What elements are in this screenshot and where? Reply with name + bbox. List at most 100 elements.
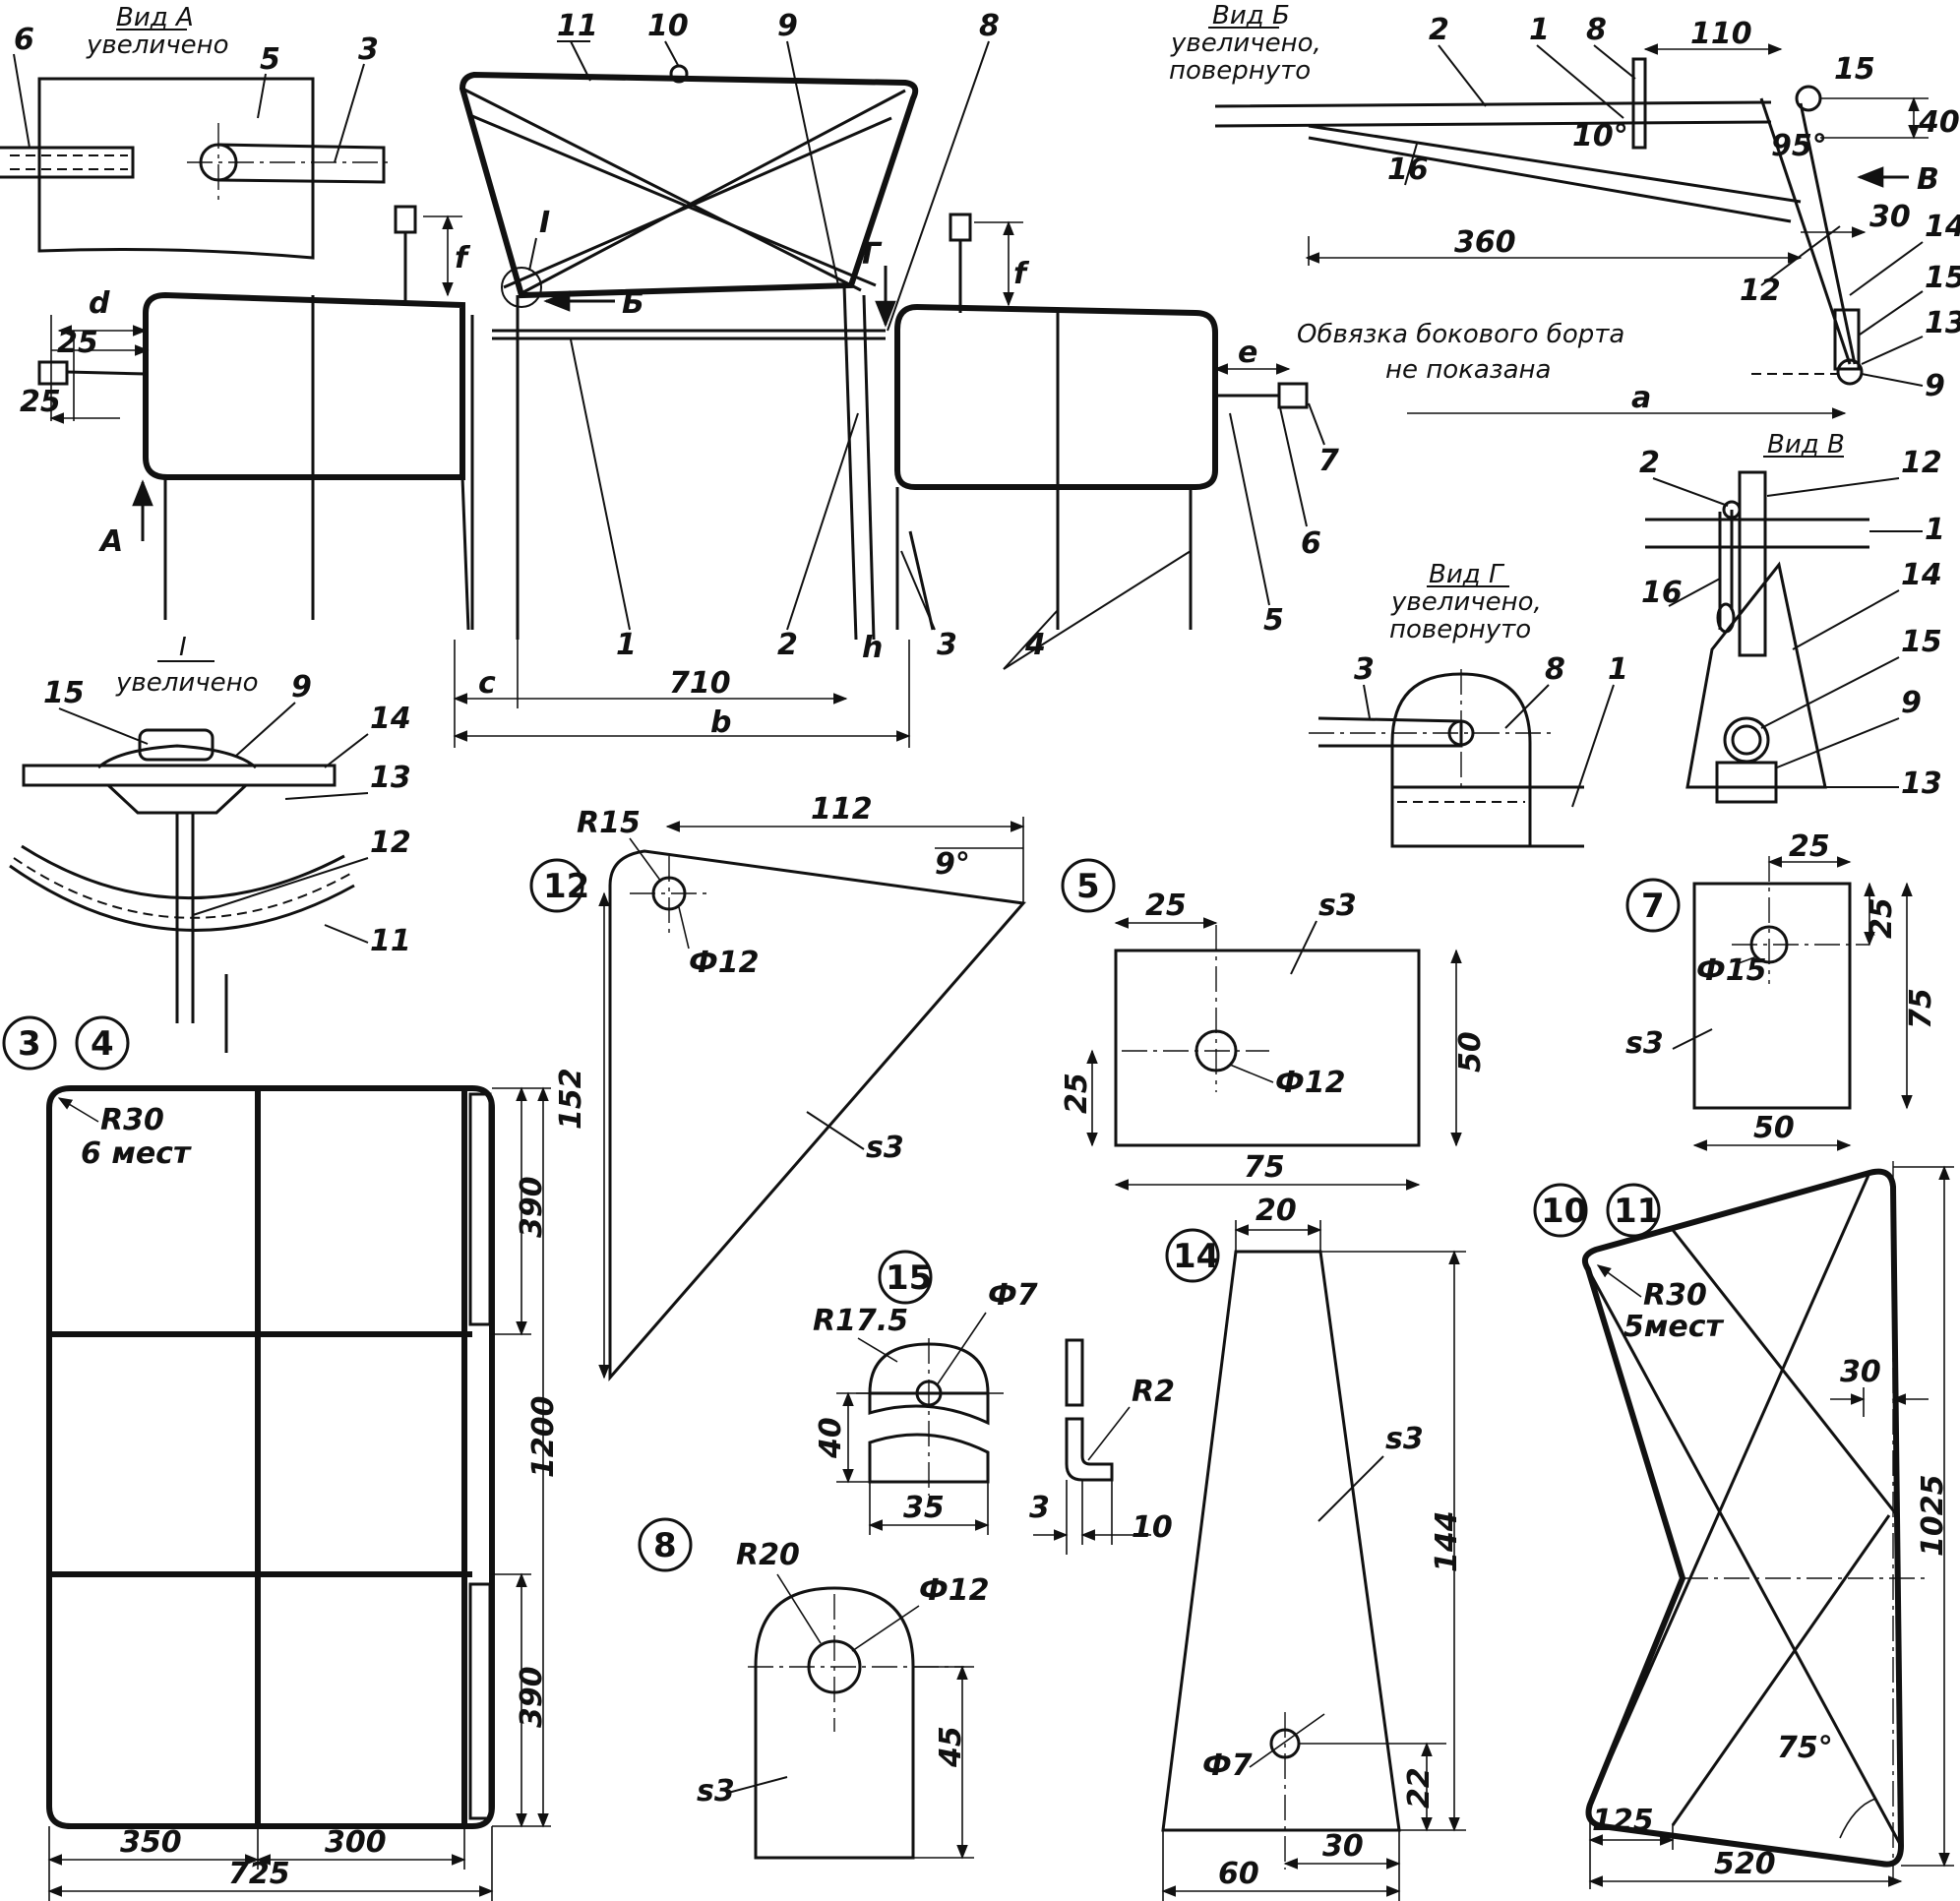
parts-10-11-drawing: 10 11 R30 5мест 30 1025 125 520 75° — [1533, 1161, 1954, 1889]
dim-152: 152 — [554, 1068, 588, 1130]
dim-75deg: 75° — [1777, 1731, 1833, 1765]
dim-10deg: 10° — [1572, 119, 1628, 153]
dim-35: 35 — [903, 1491, 945, 1525]
letter-h: h — [862, 631, 883, 665]
view-v-title: Вид В — [1767, 430, 1845, 460]
dim-50-7: 50 — [1753, 1111, 1795, 1145]
dim-25-7-side: 25 — [1865, 897, 1899, 939]
part-3-label-a: 3 — [358, 32, 379, 67]
part-7-label-main: 7 — [1318, 444, 1339, 478]
letter-d: d — [89, 286, 110, 321]
s3-12: s3 — [866, 1131, 904, 1165]
dim-r2: R2 — [1132, 1375, 1175, 1409]
dim-350: 350 — [120, 1825, 182, 1860]
arrow-v-label: В — [1917, 162, 1939, 197]
part-13-label-i: 13 — [370, 761, 411, 795]
letter-a: a — [1631, 381, 1651, 415]
dim-phi12-12: Ф12 — [689, 946, 760, 980]
view-b-sub2: повернуто — [1169, 56, 1311, 86]
part-8-label-b: 8 — [1586, 13, 1607, 47]
part-1-label-main: 1 — [616, 628, 637, 662]
dim-3: 3 — [1029, 1491, 1050, 1525]
dim-75-7: 75 — [1904, 988, 1938, 1029]
dim-25-5-side: 25 — [1060, 1073, 1094, 1114]
part-3-badge: 3 — [18, 1024, 41, 1064]
s3-14: s3 — [1385, 1422, 1424, 1456]
dim-r30-5: R30 — [1643, 1278, 1707, 1313]
dim-1025: 1025 — [1916, 1475, 1950, 1558]
part-8-label-g: 8 — [1545, 652, 1565, 687]
dim-30-14: 30 — [1322, 1829, 1364, 1864]
dim-75-5: 75 — [1244, 1150, 1285, 1185]
part-1-label-g: 1 — [1608, 652, 1628, 687]
s3-8: s3 — [697, 1774, 735, 1809]
dim-45: 45 — [934, 1726, 968, 1768]
part-13-label-v: 13 — [1901, 767, 1942, 801]
part-6-label-a: 6 — [14, 23, 34, 57]
part-8-badge: 8 — [653, 1526, 677, 1565]
letter-c: c — [478, 666, 496, 701]
part-1-label-b: 1 — [1529, 13, 1550, 47]
dim-r30-6: R30 — [100, 1103, 164, 1137]
part-9-label-main: 9 — [777, 9, 798, 43]
dim-360: 360 — [1454, 225, 1516, 260]
view-g-sub1: увеличено, — [1390, 587, 1542, 617]
part-8-drawing: 8 R20 Ф12 45 s3 — [638, 1517, 990, 1860]
part-3-label-g: 3 — [1354, 652, 1375, 687]
part-5-drawing: 5 25 s3 50 25 75 Ф12 — [1060, 858, 1488, 1191]
marker-i: I — [539, 206, 550, 240]
part-4-badge: 4 — [91, 1024, 114, 1064]
part-5-label-main: 5 — [1263, 603, 1284, 638]
main-assembly: I Б f d 25 25 А — [20, 9, 1339, 748]
part-14-label-v: 14 — [1901, 558, 1942, 592]
view-a-title: Вид А — [116, 3, 194, 32]
dim-5-mest: 5мест — [1623, 1310, 1725, 1344]
dim-phi12-5: Ф12 — [1275, 1066, 1346, 1100]
part-9-label-v: 9 — [1901, 686, 1922, 720]
dim-10: 10 — [1132, 1510, 1173, 1545]
part-1-label-v: 1 — [1925, 513, 1945, 547]
dim-phi7-14: Ф7 — [1202, 1748, 1253, 1783]
part-12-drawing: 12 112 9° R15 Ф12 152 s3 — [529, 792, 1026, 1382]
part-12-label-b: 12 — [1740, 274, 1781, 308]
dim-r15: R15 — [577, 806, 641, 840]
part-14-label-i: 14 — [370, 702, 411, 736]
part-5-label-a: 5 — [260, 42, 280, 77]
part-7-drawing: 7 25 25 75 50 Ф15 s3 — [1625, 829, 1938, 1151]
dim-r17-5: R17.5 — [813, 1304, 908, 1338]
part-16-label-v: 16 — [1641, 576, 1683, 610]
letter-b: b — [710, 705, 731, 740]
parts-3-4-drawing: 3 4 390 1200 390 R30 6 мест 350 300 725 — [2, 1015, 561, 1901]
part-14-label-b: 14 — [1925, 210, 1960, 244]
view-v: Вид В 2 12 1 14 16 15 9 13 — [1639, 430, 1945, 804]
s3-7: s3 — [1625, 1026, 1664, 1061]
view-b: Вид Б увеличено, повернуто 110 40 15 95°… — [1169, 1, 1960, 419]
dim-phi12-8: Ф12 — [919, 1573, 990, 1608]
dim-60: 60 — [1218, 1857, 1259, 1891]
part-15-badge: 15 — [886, 1258, 932, 1298]
dim-6-mest: 6 мест — [81, 1136, 192, 1171]
note-line1: Обвязка бокового борта — [1297, 320, 1624, 349]
part-15-drawing: 15 R17.5 Ф7 40 35 R2 3 10 — [813, 1250, 1175, 1555]
view-a-sub: увеличено — [86, 31, 229, 60]
letter-e: e — [1238, 336, 1257, 370]
dim-25-top: 25 — [57, 326, 98, 360]
dim-25-7-top: 25 — [1789, 829, 1830, 864]
part-2-label-main: 2 — [777, 628, 798, 662]
s3-5: s3 — [1318, 889, 1357, 923]
dim-50-5: 50 — [1453, 1031, 1488, 1073]
dim-300: 300 — [325, 1825, 387, 1860]
view-g-sub2: повернуто — [1389, 615, 1531, 644]
dim-30-11: 30 — [1840, 1355, 1881, 1389]
dim-125: 125 — [1592, 1804, 1654, 1838]
dim-95deg: 95° — [1771, 129, 1827, 163]
marker-g: Г — [862, 237, 883, 272]
part-8-label-main: 8 — [979, 9, 1000, 43]
part-7-badge: 7 — [1641, 887, 1665, 926]
dim-25-bottom: 25 — [20, 385, 61, 419]
part-13-label-b: 13 — [1925, 306, 1960, 340]
dim-phi15: Ф15 — [1696, 953, 1767, 988]
part-11-label: 11 — [557, 9, 598, 43]
part-12-label-i: 12 — [370, 826, 411, 860]
